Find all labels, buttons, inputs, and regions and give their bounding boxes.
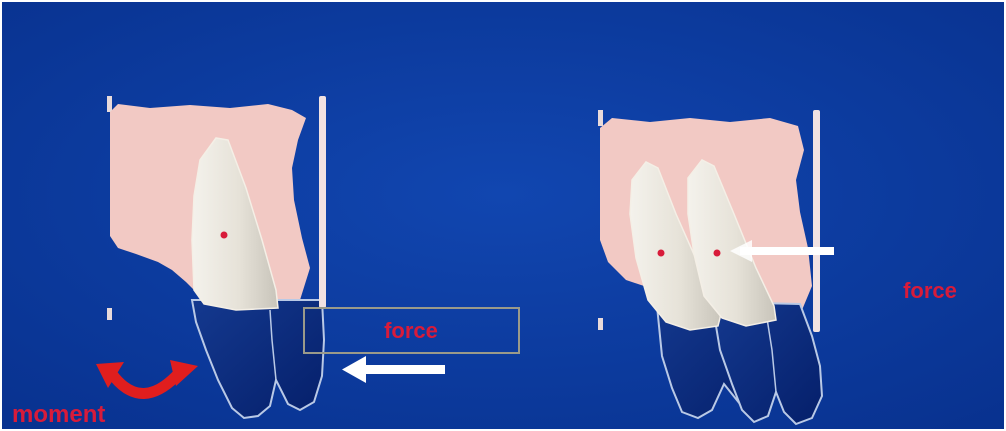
right-reference-line [813,110,820,332]
right-bottom-tick [598,318,603,330]
left-reference-line [319,96,326,308]
right-center-mark-front [714,250,721,257]
left-top-tick [107,96,112,112]
right-force-label: force [903,278,957,303]
right-top-tick [598,110,603,126]
left-force-label: force [384,318,438,343]
left-moment-label: moment [12,401,105,428]
left-center-mark [221,232,228,239]
left-bottom-tick [107,308,112,320]
right-center-mark-rear [658,250,665,257]
